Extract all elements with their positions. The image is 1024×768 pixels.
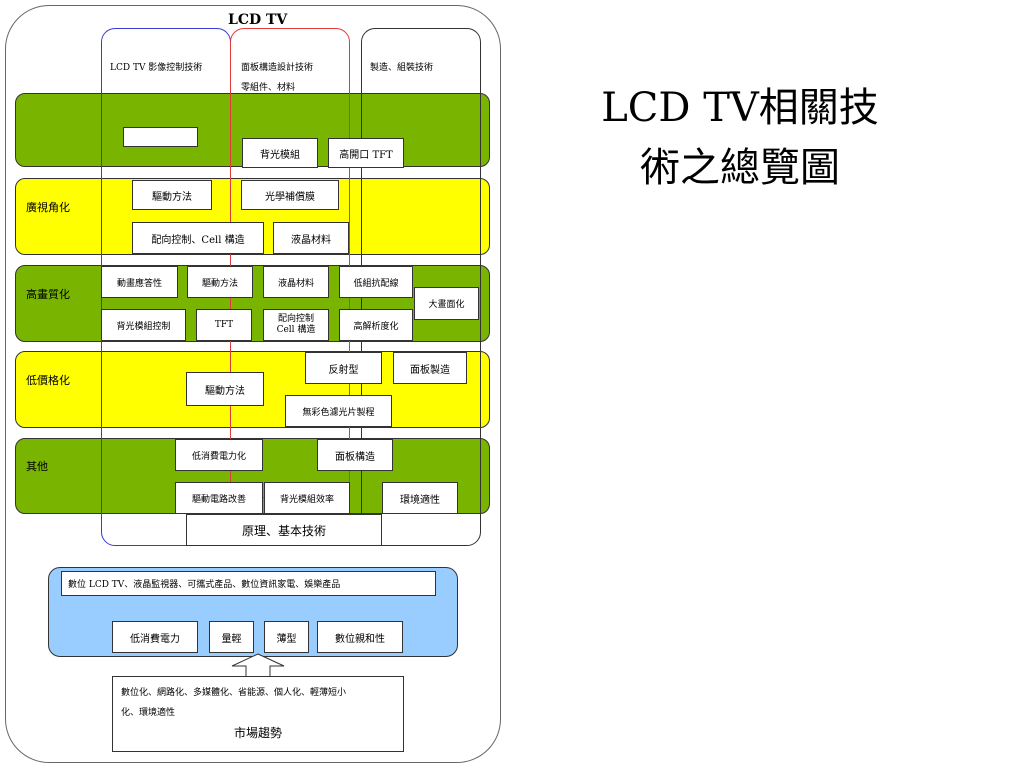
- row1-box-2: 背光模組: [242, 138, 318, 168]
- column-header-1: LCD TV 影像控制技術: [110, 63, 203, 73]
- column-header-4: 製造、組裝技術: [370, 63, 434, 73]
- slide-title-line1: LCD TV相關技: [601, 85, 879, 131]
- row5-label: 其他: [26, 460, 48, 473]
- row4-box-1: 反射型: [305, 352, 382, 384]
- market-trends-title: 市場趨勢: [233, 726, 282, 740]
- base-tech-box: 原理、基本技術: [186, 514, 382, 546]
- row2-box-3: 配向控制、Cell 構造: [132, 222, 264, 254]
- row1-box-3: 高開口 TFT: [328, 138, 404, 168]
- row3-box-2: 驅動方法: [187, 266, 253, 298]
- feature-low-power: 低消費電力: [112, 621, 198, 653]
- row3-box-5: 大畫面化: [414, 287, 479, 320]
- row3-box-1: 動畫應答性: [101, 266, 178, 298]
- row3-box-6: 背光模組控制: [101, 309, 186, 341]
- diagram-title: LCD TV: [228, 12, 288, 28]
- row4-box-2: 面板製造: [393, 352, 467, 384]
- diagram-frame: [5, 5, 501, 763]
- row5-box-4: 背光模組效率: [264, 482, 350, 514]
- feature-digital-affinity: 數位親和性: [317, 621, 403, 653]
- market-trends-line1: 數位化、網路化、多媒體化、省能源、個人化、輕薄短小: [121, 688, 347, 698]
- row5-box-3: 驅動電路改善: [175, 482, 263, 514]
- row3-box-8: 配向控制 Cell 構造: [263, 309, 329, 341]
- row2-box-2: 光學補償膜: [241, 180, 339, 210]
- slide-title: LCD TV相關技 術之總覽圖: [520, 78, 960, 198]
- row5-box-2: 面板構造: [317, 439, 393, 471]
- column-header-2: 面板構造設計技術: [241, 63, 314, 73]
- up-arrow-icon: [231, 653, 285, 678]
- products-line: 數位 LCD TV、液晶監視器、可攜式產品、數位資訊家電、娛樂產品: [61, 571, 436, 596]
- row3-box-8-line1: 配向控制: [277, 314, 314, 324]
- row3-box-7: TFT: [196, 309, 252, 341]
- row2-label: 廣視角化: [26, 201, 70, 214]
- row5-box-1: 低消費電力化: [175, 439, 263, 471]
- market-trends-line2: 化、環境適性: [121, 708, 176, 718]
- column-panel-design: [230, 28, 350, 498]
- row1-box-1: [123, 127, 198, 147]
- column-header-3: 零組件、材料: [241, 83, 296, 93]
- row3-box-9: 高解析度化: [339, 309, 413, 341]
- slide-title-line2: 術之總覽圖: [640, 145, 840, 191]
- row2-box-1: 驅動方法: [132, 180, 212, 210]
- feature-light: 量輕: [209, 621, 254, 653]
- row3-box-4: 低組抗配線: [339, 266, 413, 298]
- row3-label: 高畫質化: [26, 288, 70, 301]
- market-trends-box: 數位化、網路化、多媒體化、省能源、個人化、輕薄短小 化、環境適性 市場趨勢: [112, 676, 404, 752]
- row4-label: 低價格化: [26, 374, 70, 387]
- feature-thin: 薄型: [264, 621, 309, 653]
- row4-box-3: 驅動方法: [186, 372, 264, 406]
- row3-box-3: 液晶材料: [263, 266, 329, 298]
- row2-box-4: 液晶材料: [273, 222, 349, 254]
- row4-box-4: 無彩色濾光片製程: [285, 395, 392, 427]
- row3-box-8-line2: Cell 構造: [276, 325, 316, 335]
- row5-box-5: 環境適性: [382, 482, 458, 514]
